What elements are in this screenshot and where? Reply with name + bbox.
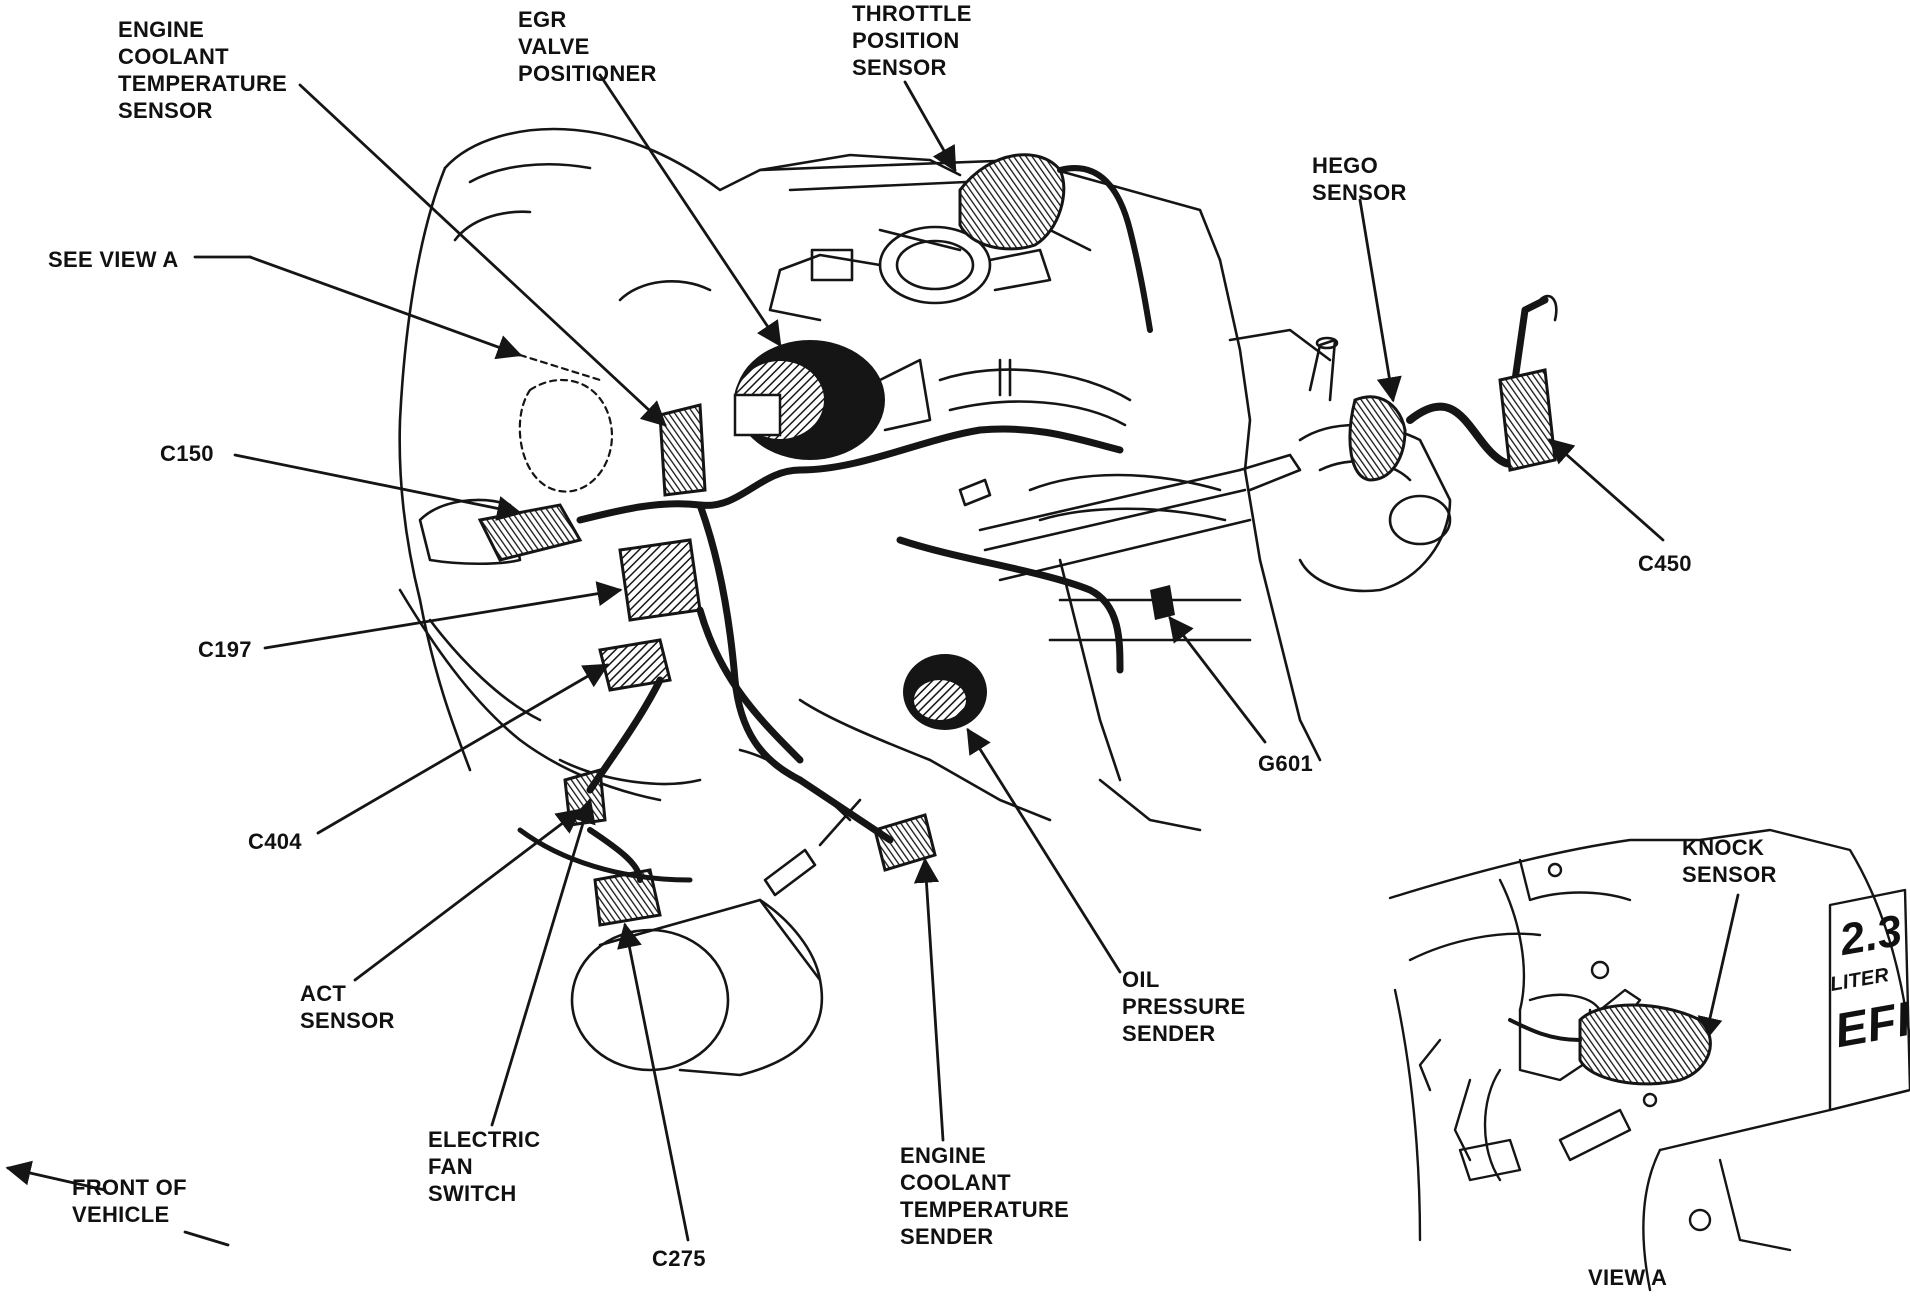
g601-ground — [1150, 585, 1175, 620]
hego-sensor-part — [1348, 395, 1407, 482]
label-electric-fan-switch: ELECTRIC FAN SWITCH — [428, 1127, 541, 1206]
egr-valve-positioner-part — [733, 340, 932, 460]
arrow-c450 — [1548, 438, 1665, 542]
arrow-egr — [598, 73, 782, 348]
arrow-tps — [903, 80, 957, 173]
label-egr-valve-positioner: EGR VALVE POSITIONER — [518, 7, 657, 86]
misc-lines — [763, 358, 1012, 897]
wiring-harness — [517, 425, 1124, 883]
label-c450: C450 — [1638, 551, 1692, 576]
ect-sender-part — [873, 813, 937, 872]
arrow-front — [5, 1160, 107, 1192]
oil-pressure-sender-part — [903, 654, 987, 730]
label-see-view-a: SEE VIEW A — [48, 247, 179, 272]
arrow-front-tail — [183, 1230, 230, 1247]
knock-sensor-part — [1578, 1003, 1712, 1086]
arrow-hego — [1358, 198, 1402, 403]
label-knock-sensor: KNOCK SENSOR — [1682, 835, 1777, 887]
label-oil-pressure-sender: OIL PRESSURE SENDER — [1122, 967, 1246, 1046]
arrow-c404 — [316, 663, 610, 835]
label-ect-sensor: ENGINE COOLANT TEMPERATURE SENSOR — [118, 17, 288, 123]
view-a-region — [518, 353, 613, 493]
arrow-ect-sensor — [298, 83, 667, 427]
c197-connector — [618, 538, 702, 622]
throttle-position-sensor-part — [958, 153, 1153, 333]
throttle-body — [768, 225, 1052, 322]
c450-connector — [1498, 368, 1557, 472]
arrow-fan-switch — [490, 797, 596, 1127]
inset-view-a — [1388, 828, 1910, 1292]
oil-filter — [570, 898, 824, 1077]
arrow-c275 — [617, 922, 690, 1242]
label-view-a: VIEW A — [1588, 1265, 1668, 1290]
label-front-of-vehicle: FRONT OF VEHICLE — [72, 1175, 187, 1227]
label-ect-sender: ENGINE COOLANT TEMPERATURE SENDER — [900, 1143, 1070, 1249]
arrow-knock — [1697, 893, 1740, 1043]
label-act-sensor: ACT SENSOR — [300, 981, 395, 1033]
arrow-act — [353, 808, 583, 982]
arrow-c150 — [233, 453, 523, 521]
connectors — [477, 368, 1557, 927]
arrow-ect-sender — [913, 857, 945, 1142]
ect-sensor-part — [658, 403, 707, 497]
c150-connector — [477, 503, 583, 562]
label-hego-sensor: HEGO SENSOR — [1312, 153, 1407, 205]
label-c197: C197 — [198, 637, 252, 662]
arrow-oil-pressure — [966, 727, 1122, 974]
label-c275: C275 — [652, 1246, 706, 1271]
arrow-view-a — [248, 255, 523, 360]
label-throttle-position-sensor: THROTTLE POSITION SENSOR — [852, 1, 972, 80]
label-c404: C404 — [248, 829, 302, 854]
engine-block-outline — [398, 127, 1332, 832]
label-c150: C150 — [160, 441, 214, 466]
arrow-c197 — [263, 581, 623, 650]
arrow-g601 — [1168, 615, 1267, 744]
leader-arrows — [5, 73, 1740, 1247]
label-g601: G601 — [1258, 751, 1314, 776]
